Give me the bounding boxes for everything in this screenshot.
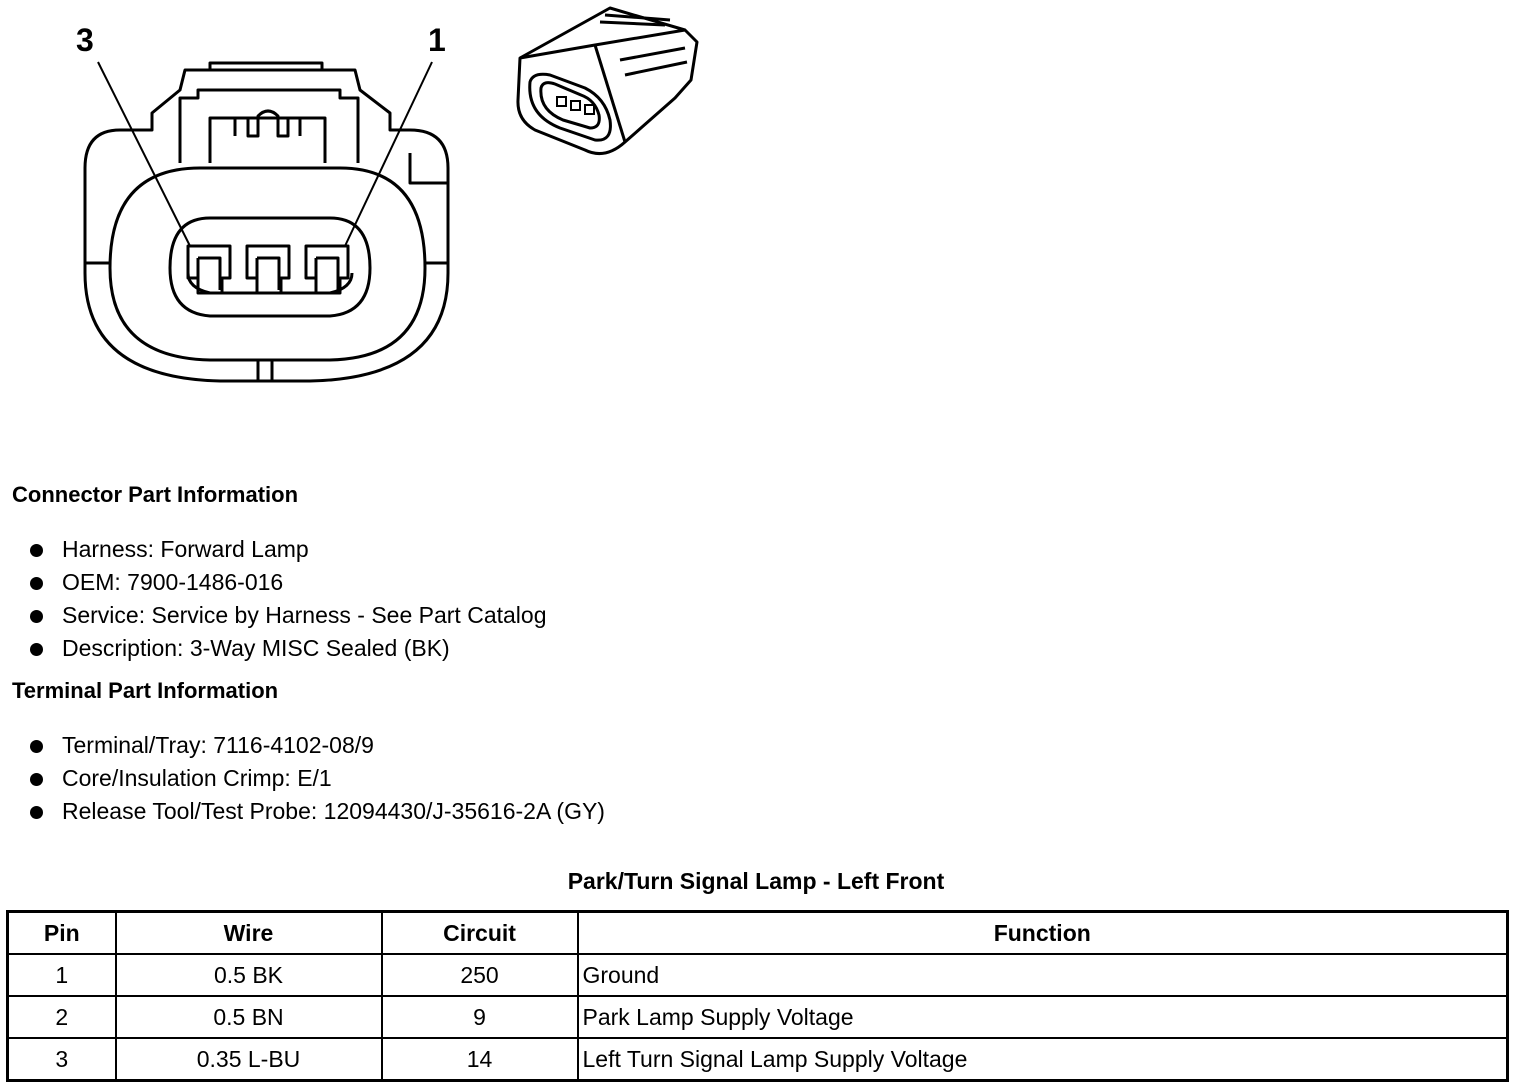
list-item: Terminal/Tray: 7116-4102-08/9 [30,729,605,762]
list-item: OEM: 7900-1486-016 [30,566,546,599]
cell-wire: 0.5 BK [114,953,383,997]
list-item: Release Tool/Test Probe: 12094430/J-3561… [30,795,605,828]
list-item: Service: Service by Harness - See Part C… [30,599,546,632]
cell-wire: 0.35 L-BU [114,1037,383,1082]
connector-face-diagram [83,61,450,383]
bullet-icon [30,806,43,819]
bullet-icon [30,740,43,753]
list-item: Harness: Forward Lamp [30,533,546,566]
pin-table: Pin Wire Circuit Function 1 0.5 BK 250 G… [6,910,1509,1082]
header-circuit: Circuit [380,910,579,955]
connector-isometric-diagram [516,6,699,156]
connector-info-title: Connector Part Information [12,482,299,507]
table-header-row: Pin Wire Circuit Function [6,910,1509,955]
cell-function: Left Turn Signal Lamp Supply Voltage [576,1037,1509,1082]
bullet-icon [30,773,43,786]
pin-label-3: 3 [76,22,94,58]
cell-wire: 0.5 BN [114,995,383,1039]
cell-pin: 2 [6,995,117,1039]
cell-pin: 1 [6,953,117,997]
terminal-info-list: Terminal/Tray: 7116-4102-08/9 Core/Insul… [30,729,605,828]
table-row: 2 0.5 BN 9 Park Lamp Supply Voltage [6,995,1509,1039]
cell-function: Ground [576,953,1509,997]
connector-info-list: Harness: Forward Lamp OEM: 7900-1486-016… [30,533,546,665]
terminal-info-title: Terminal Part Information [12,678,279,703]
table-title: Park/Turn Signal Lamp - Left Front [567,868,945,894]
bullet-icon [30,643,43,656]
table-row: 3 0.35 L-BU 14 Left Turn Signal Lamp Sup… [6,1037,1509,1082]
pin-label-1: 1 [428,22,446,58]
header-function: Function [576,910,1509,955]
cell-pin: 3 [6,1037,117,1082]
header-pin: Pin [6,910,117,955]
list-item: Description: 3-Way MISC Sealed (BK) [30,632,546,665]
cell-circuit: 9 [380,995,579,1039]
list-item: Core/Insulation Crimp: E/1 [30,762,605,795]
cell-circuit: 250 [380,953,579,997]
bullet-icon [30,544,43,557]
bullet-icon [30,610,43,623]
header-wire: Wire [114,910,383,955]
cell-function: Park Lamp Supply Voltage [576,995,1509,1039]
bullet-icon [30,577,43,590]
cell-circuit: 14 [380,1037,579,1082]
table-row: 1 0.5 BK 250 Ground [6,953,1509,997]
